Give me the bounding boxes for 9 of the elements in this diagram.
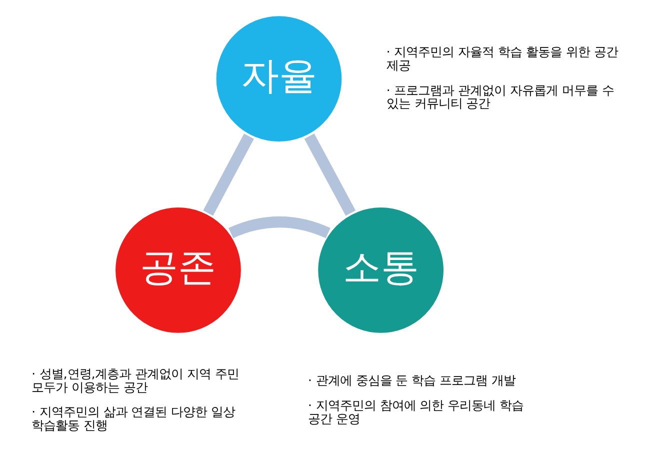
node-label: · 성별,연령,계층과 관계없이 지역 주민 모두가 이용하는 공간 bbox=[32, 366, 239, 394]
node-label: · 지역주민의 자율적 학습 활동을 위한 공간 제공 bbox=[386, 44, 618, 72]
node-label: · 지역주민의 참여에 의한 우리동네 학습 공간 운영 bbox=[308, 398, 524, 426]
node-label: · 프로그램과 관계없이 자유롭게 머무를 수 있는 커뮤니티 공간 bbox=[386, 82, 614, 110]
node-label: · 지역주민의 삶과 연결된 다양한 일상 학습활동 진행 bbox=[32, 404, 236, 432]
connector bbox=[203, 133, 254, 216]
connector bbox=[228, 216, 330, 238]
node-label: · 관계에 중심을 둔 학습 프로그램 개발 bbox=[308, 373, 516, 388]
connector bbox=[304, 133, 356, 216]
